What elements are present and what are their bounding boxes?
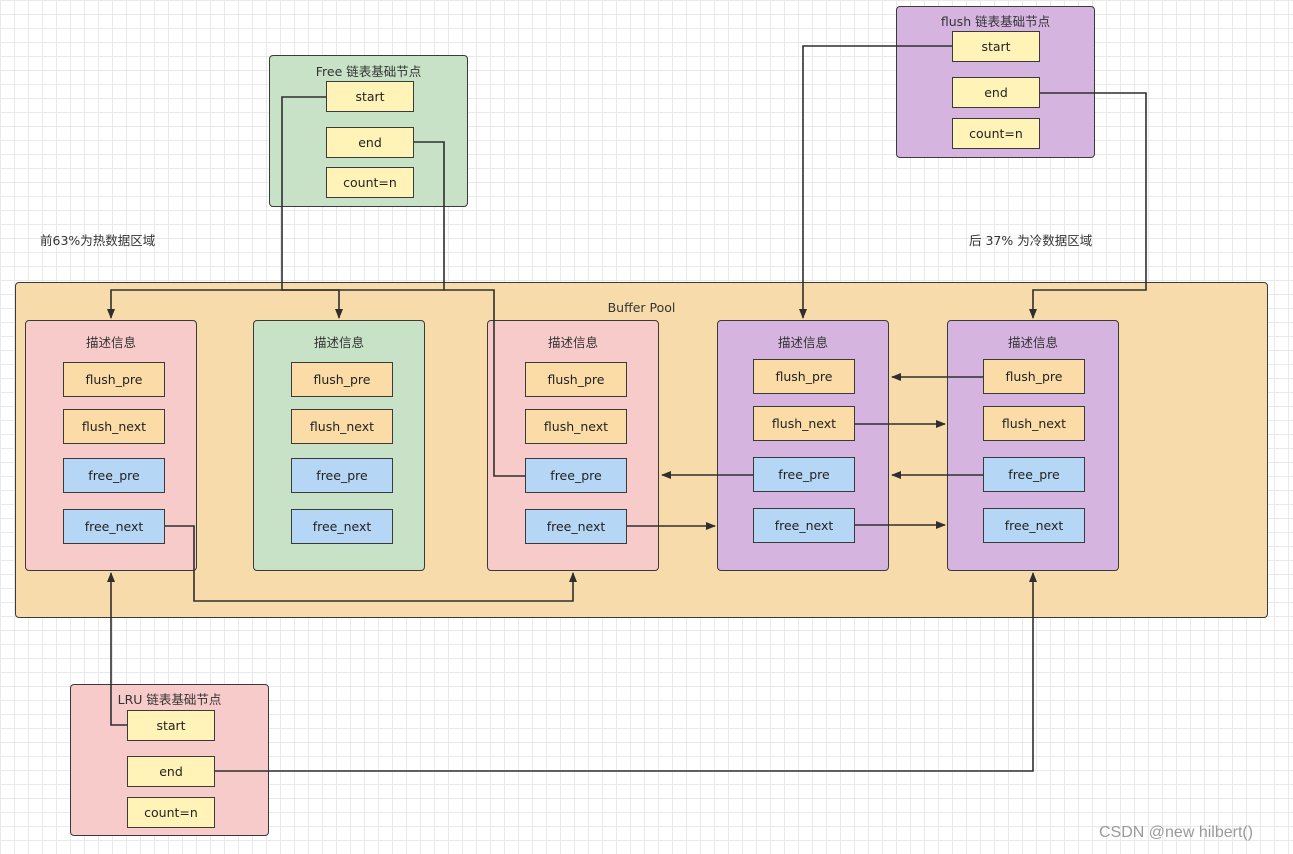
free-list-end: end <box>326 127 414 158</box>
flush-list-title: flush 链表基础节点 <box>940 14 1051 29</box>
block-1-free-pre: free_pre <box>63 458 165 493</box>
block-4-free-next: free_next <box>753 508 855 543</box>
block-5-free-pre: free_pre <box>983 457 1085 492</box>
block-5-flush-pre: flush_pre <box>983 359 1085 394</box>
lru-list-count: count=n <box>127 797 215 828</box>
block-2-flush-pre: flush_pre <box>291 362 393 397</box>
control-block-4-title: 描述信息 <box>777 335 828 350</box>
block-2-free-next: free_next <box>291 509 393 544</box>
block-3-flush-pre: flush_pre <box>525 362 627 397</box>
lru-list-title: LRU 链表基础节点 <box>117 692 222 707</box>
free-list-count: count=n <box>326 167 414 198</box>
block-3-flush-next: flush_next <box>525 409 627 444</box>
control-block-3-title: 描述信息 <box>547 335 598 350</box>
cold-region-note: 后 37% 为冷数据区域 <box>969 233 1093 248</box>
lru-list-end: end <box>127 756 215 787</box>
block-1-flush-next: flush_next <box>63 409 165 444</box>
block-3-free-next: free_next <box>525 509 627 544</box>
control-block-2-title: 描述信息 <box>313 335 364 350</box>
free-list-title: Free 链表基础节点 <box>315 64 422 79</box>
block-5-flush-next: flush_next <box>983 406 1085 441</box>
block-5-free-next: free_next <box>983 508 1085 543</box>
block-1-free-next: free_next <box>63 509 165 544</box>
block-2-free-pre: free_pre <box>291 458 393 493</box>
flush-list-count: count=n <box>952 118 1040 149</box>
free-list-start: start <box>326 81 414 112</box>
control-block-5-title: 描述信息 <box>1007 335 1058 350</box>
lru-list-start: start <box>127 710 215 741</box>
block-4-free-pre: free_pre <box>753 457 855 492</box>
block-4-flush-next: flush_next <box>753 406 855 441</box>
flush-list-end: end <box>952 77 1040 108</box>
block-3-free-pre: free_pre <box>525 458 627 493</box>
block-2-flush-next: flush_next <box>291 409 393 444</box>
buffer-pool-title: Buffer Pool <box>607 300 676 315</box>
control-block-1-title: 描述信息 <box>85 335 136 350</box>
block-1-flush-pre: flush_pre <box>63 362 165 397</box>
hot-region-note: 前63%为热数据区域 <box>40 233 156 248</box>
flush-list-start: start <box>952 31 1040 62</box>
block-4-flush-pre: flush_pre <box>753 359 855 394</box>
watermark: CSDN @new hilbert() <box>1099 824 1254 841</box>
